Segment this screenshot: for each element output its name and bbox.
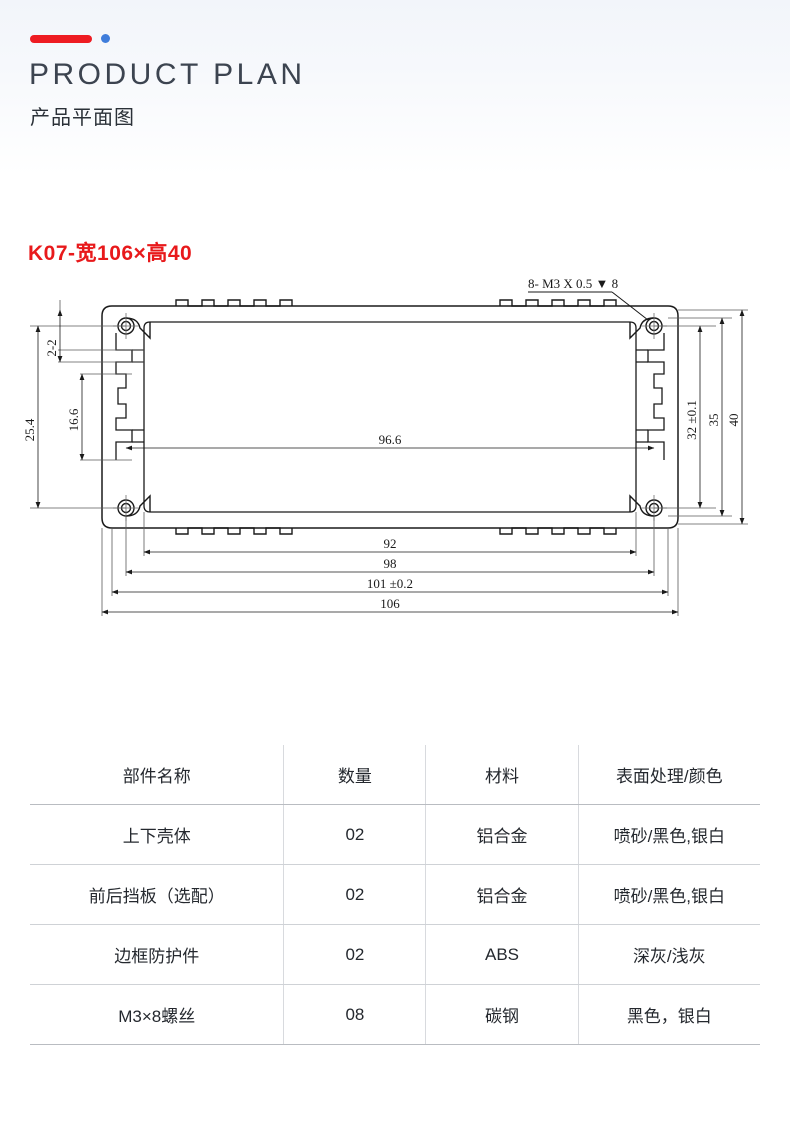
column-header-finish: 表面处理/颜色 [578,745,760,805]
dimension-106: 106 [380,596,400,611]
cell-finish: 喷砂/黑色,银白 [578,804,760,865]
red-bar-icon [30,34,92,43]
specification-table: 部件名称 数量 材料 表面处理/颜色 上下壳体 02 铝合金 喷砂/黑色,银白 … [30,745,760,1045]
cell-finish: 深灰/浅灰 [578,924,760,985]
bottom-teeth-pattern [175,527,617,535]
table-row: 上下壳体 02 铝合金 喷砂/黑色,银白 [30,804,760,865]
cell-qty: 02 [283,864,427,925]
left-dimension-lines [30,300,144,509]
table-row: 前后挡板（选配） 02 铝合金 喷砂/黑色,银白 [30,864,760,925]
dimension-16-6: 16.6 [66,408,81,431]
inner-cavity-outline [143,321,637,513]
extrusion-outline [101,305,679,529]
cell-material: 铝合金 [425,804,579,865]
cell-material: ABS [425,924,579,985]
top-teeth-pattern [175,299,617,307]
dimension-25-4: 25.4 [22,418,37,441]
page-title-chinese: 产品平面图 [30,107,135,129]
column-header-qty: 数量 [283,745,427,805]
cell-qty: 02 [283,924,427,985]
cell-material: 铝合金 [425,864,579,925]
cell-part: 边框防护件 [30,924,285,985]
dimension-2-2: 2-2 [44,339,59,356]
left-wall-profile [115,333,144,460]
dimension-35: 35 [706,414,721,427]
model-name-label: K07-宽106×高40 [28,242,193,265]
dimension-96-6: 96.6 [379,432,402,447]
technical-drawing: 8- M3 X 0.5 ▼ 8 25.4 2-2 16.6 96.6 [0,270,790,670]
thread-spec-note: 8- M3 X 0.5 ▼ 8 [528,276,618,291]
right-dimension-lines [654,309,748,525]
dimension-92: 92 [384,536,397,551]
table-header-row: 部件名称 数量 材料 表面处理/颜色 [30,745,760,805]
table-row: 边框防护件 02 ABS 深灰/浅灰 [30,924,760,985]
cell-material: 碳钢 [425,984,579,1045]
blue-dot-icon [101,34,110,43]
column-header-part: 部件名称 [30,745,285,805]
cell-qty: 08 [283,984,427,1045]
bottom-dimension-lines [101,512,679,616]
right-wall-profile [636,333,665,460]
cell-finish: 黑色，银白 [578,984,760,1045]
table-row: M3×8螺丝 08 碳钢 黑色，银白 [30,984,760,1045]
column-header-material: 材料 [425,745,579,805]
cell-part: 上下壳体 [30,804,285,865]
header-banner [0,0,790,175]
cell-part: 前后挡板（选配） [30,864,285,925]
dimension-40: 40 [726,414,741,427]
cell-qty: 02 [283,804,427,865]
cell-part: M3×8螺丝 [30,984,285,1045]
page-title-english: PRODUCT PLAN [29,58,306,91]
cell-finish: 喷砂/黑色,银白 [578,864,760,925]
thread-note-leader [528,291,649,321]
drawing-svg: 8- M3 X 0.5 ▼ 8 25.4 2-2 16.6 96.6 [22,276,748,616]
header-accent-marks [30,34,110,43]
dimension-32-tol: 32 ±0.1 [684,400,699,440]
dimension-98: 98 [384,556,397,571]
dimension-101-tol: 101 ±0.2 [367,576,413,591]
